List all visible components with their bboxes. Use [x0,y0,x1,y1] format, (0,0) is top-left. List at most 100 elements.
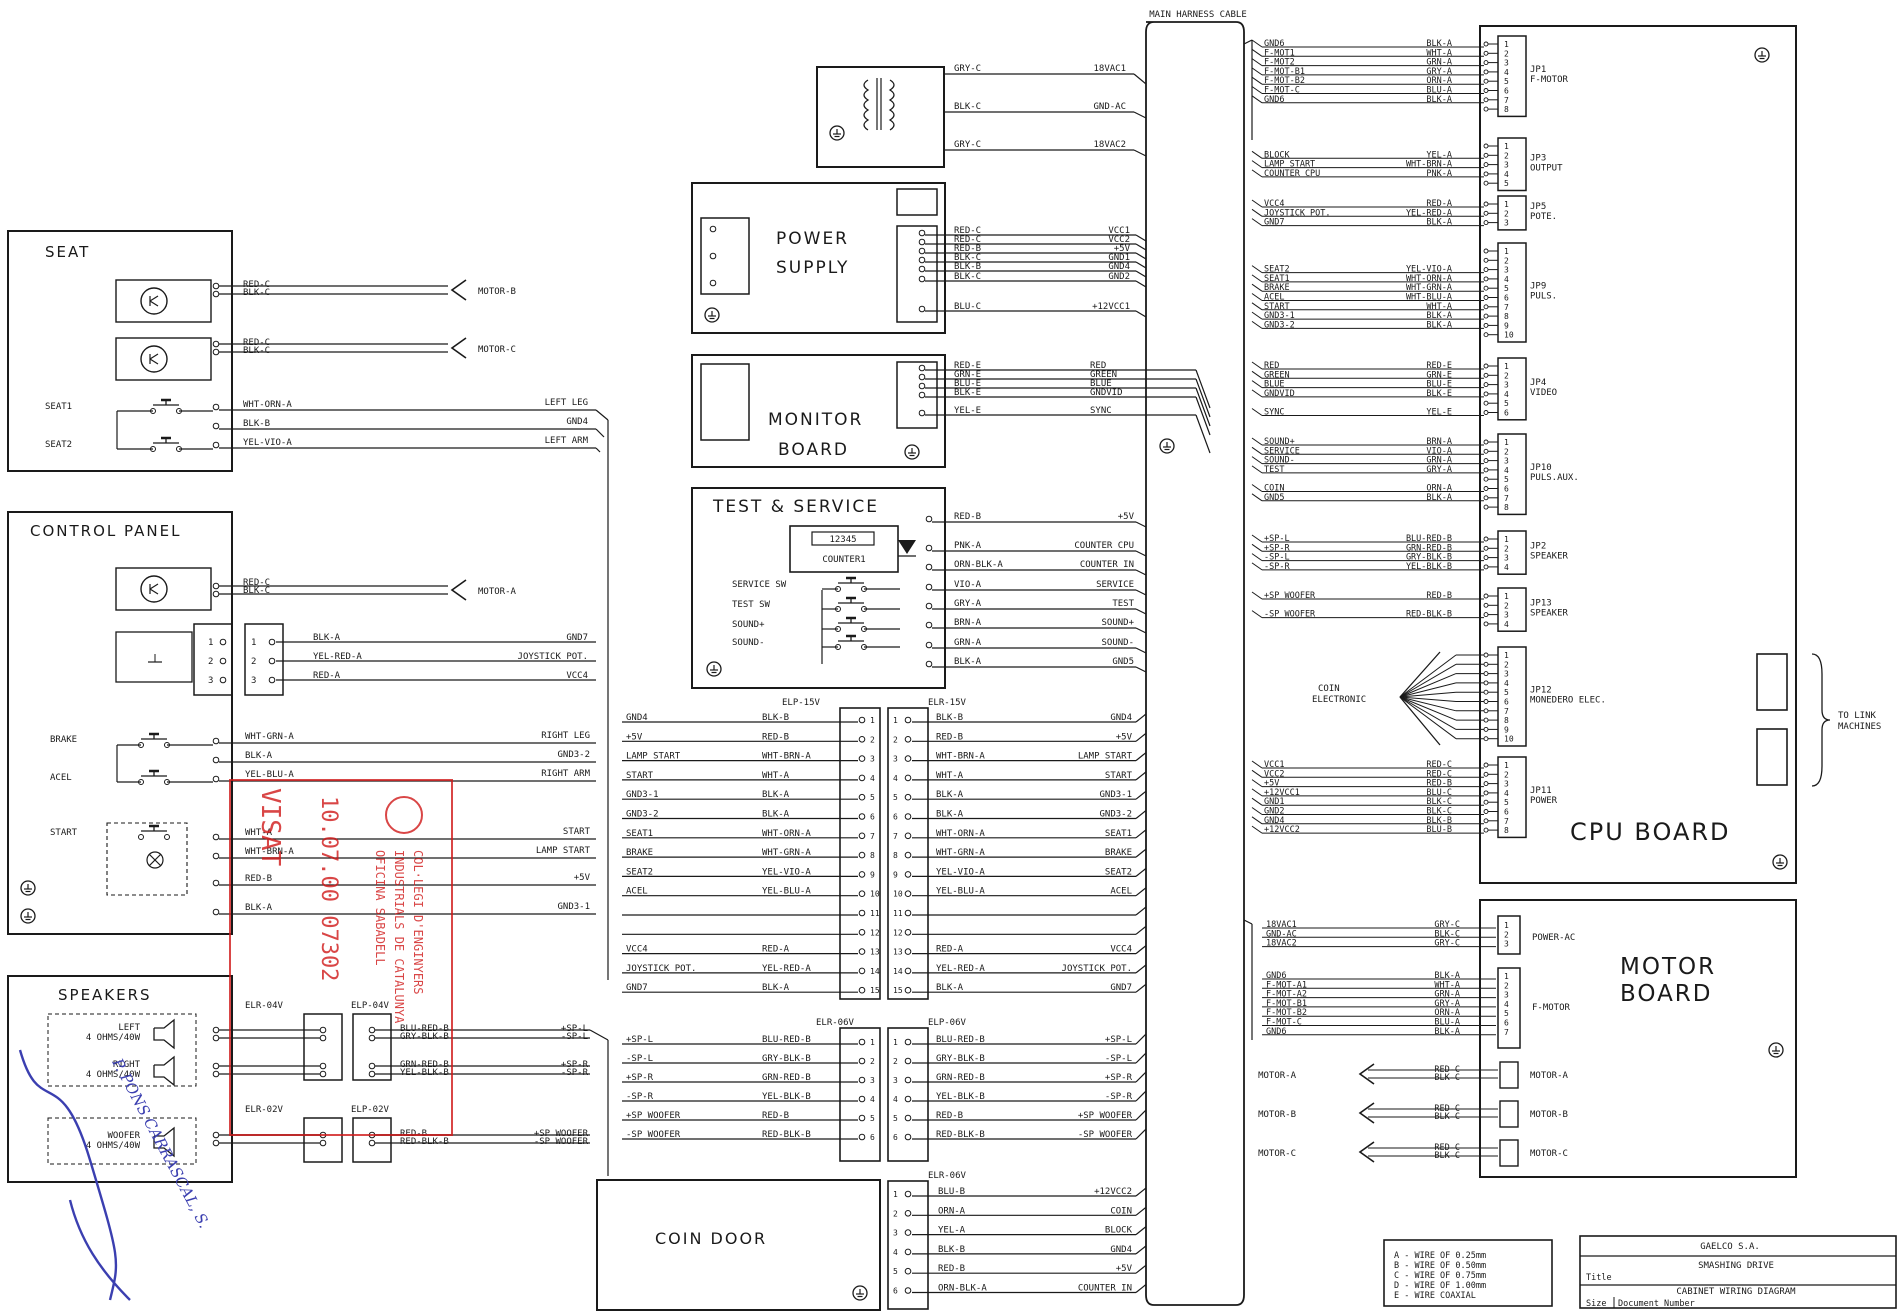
wire-label: GND2 [1264,807,1284,817]
pin-number: 3 [1504,670,1509,679]
pin-number: 8 [893,851,898,860]
wire-label: -SP-R [1264,562,1290,572]
switch-icon [835,576,867,592]
switch-icon [150,398,182,414]
wire-line [1135,647,1147,654]
wire-label: +SP-L [1264,534,1290,544]
pin-terminal [904,1267,912,1275]
wire-label: ORN-A [1434,1008,1460,1018]
power-aux-connector [896,188,938,216]
pin-number: 11 [893,909,903,918]
wire-label: ORN-A [1426,76,1452,86]
pin-terminal [268,638,276,646]
wire-line [1133,111,1147,119]
wire-line [1251,484,1263,492]
connector-desc: PULS. [1530,292,1557,302]
power-supply-title: SUPPLY [776,258,849,278]
pin-terminal [368,1139,376,1147]
connector-label: ELR-06V [928,1171,967,1181]
wire-line [1251,302,1263,311]
pin-number: 5 [1504,475,1509,484]
woofer-group [47,1117,197,1165]
motor-icon [115,337,212,381]
pin-number: 3 [251,676,256,686]
signal-label: GND7 [626,983,648,993]
wire-line [1135,1206,1147,1216]
pin-number: 10 [1504,331,1514,340]
wire-label: SYNC [1264,408,1284,418]
wire-label: COIN [1110,1206,1132,1216]
signal-label: -SP-R [1105,1092,1133,1102]
counter-value: 12345 [829,535,856,545]
pin-terminal [1483,391,1489,397]
wire-line [1135,713,1147,723]
wire-label: RED-B [762,1111,789,1121]
wire-label: BLK-E [954,388,981,398]
wire-label: BLK-A [245,903,273,913]
signal-label: SEAT1 [626,829,653,839]
motor-plug-icon [450,279,467,301]
pin-number: 4 [1504,1000,1509,1009]
wire-label: RED-C [954,235,981,245]
monitor-connector [700,363,750,441]
signal-label: -SP-L [1105,1054,1132,1064]
signal-label: -SP WOOFER [626,1130,681,1140]
signal-label: GND3-1 [1099,790,1132,800]
motor-plug-icon [1358,1063,1375,1085]
wire-label: +12VCC1 [1092,302,1130,312]
wire-label: RED-BLK-B [762,1130,811,1140]
main-harness-cable [1145,21,1245,1306]
pin-terminal [212,1062,220,1070]
wire-line [1251,389,1263,398]
pin-terminal [1483,88,1489,93]
coin-fan-line [1399,654,1457,698]
monitor-board-title: BOARD [778,440,849,460]
wire-line [1251,39,1263,48]
pin-terminal [212,582,220,590]
wire-label: GNDVID [1090,388,1123,398]
wire-label: WHT-A [1426,48,1452,58]
pin-terminal [1483,248,1489,254]
pin-terminal [904,1229,912,1236]
pin-terminal [1483,332,1489,338]
connector-name: JP10 [1530,463,1552,473]
pin-terminal [212,348,220,356]
connector-desc: POTE. [1530,212,1557,222]
pin-terminal [904,909,912,917]
pin-number: 2 [1504,447,1509,456]
wire-label: WHT-BRN-A [1406,160,1452,170]
pin-number: 2 [1504,601,1509,610]
wire-line [1251,553,1263,562]
wire-line [1135,569,1147,576]
switch-label: SOUND+ [732,620,765,630]
pin-terminal [858,909,866,917]
pin-terminal [1483,285,1489,291]
wire-line [1135,589,1147,596]
wire-label: YEL-RED-A [313,652,362,662]
wire-label: BLK-A [954,657,982,667]
pin-terminal [904,755,912,762]
wire-label: F-MOT-B1 [1266,999,1307,1009]
pin-terminal [1483,363,1489,369]
wire-label: WHT-A [762,771,790,781]
speaker-icon [153,1055,175,1087]
wire-label: RED-C [243,338,270,348]
pin-terminal [1483,689,1489,695]
signal-label: +SP WOOFER [1078,1111,1133,1121]
pin-terminal [1483,827,1489,833]
coin-door-title: COIN DOOR [655,1229,767,1248]
wire-line [1135,906,1147,916]
signal-label: GND3-1 [626,790,659,800]
power-main-connector [896,225,938,323]
pin-terminal [1483,97,1489,103]
elr15-connector [887,707,929,1000]
pin-terminal [1483,612,1489,618]
coin-door-box [596,1179,881,1311]
wire-line [1135,280,1147,288]
wire-line [1135,887,1147,897]
wire-label: BLK-B [936,713,963,723]
wire-label: WHT-ORN-A [1406,274,1452,284]
pin-number: 2 [1504,544,1509,553]
